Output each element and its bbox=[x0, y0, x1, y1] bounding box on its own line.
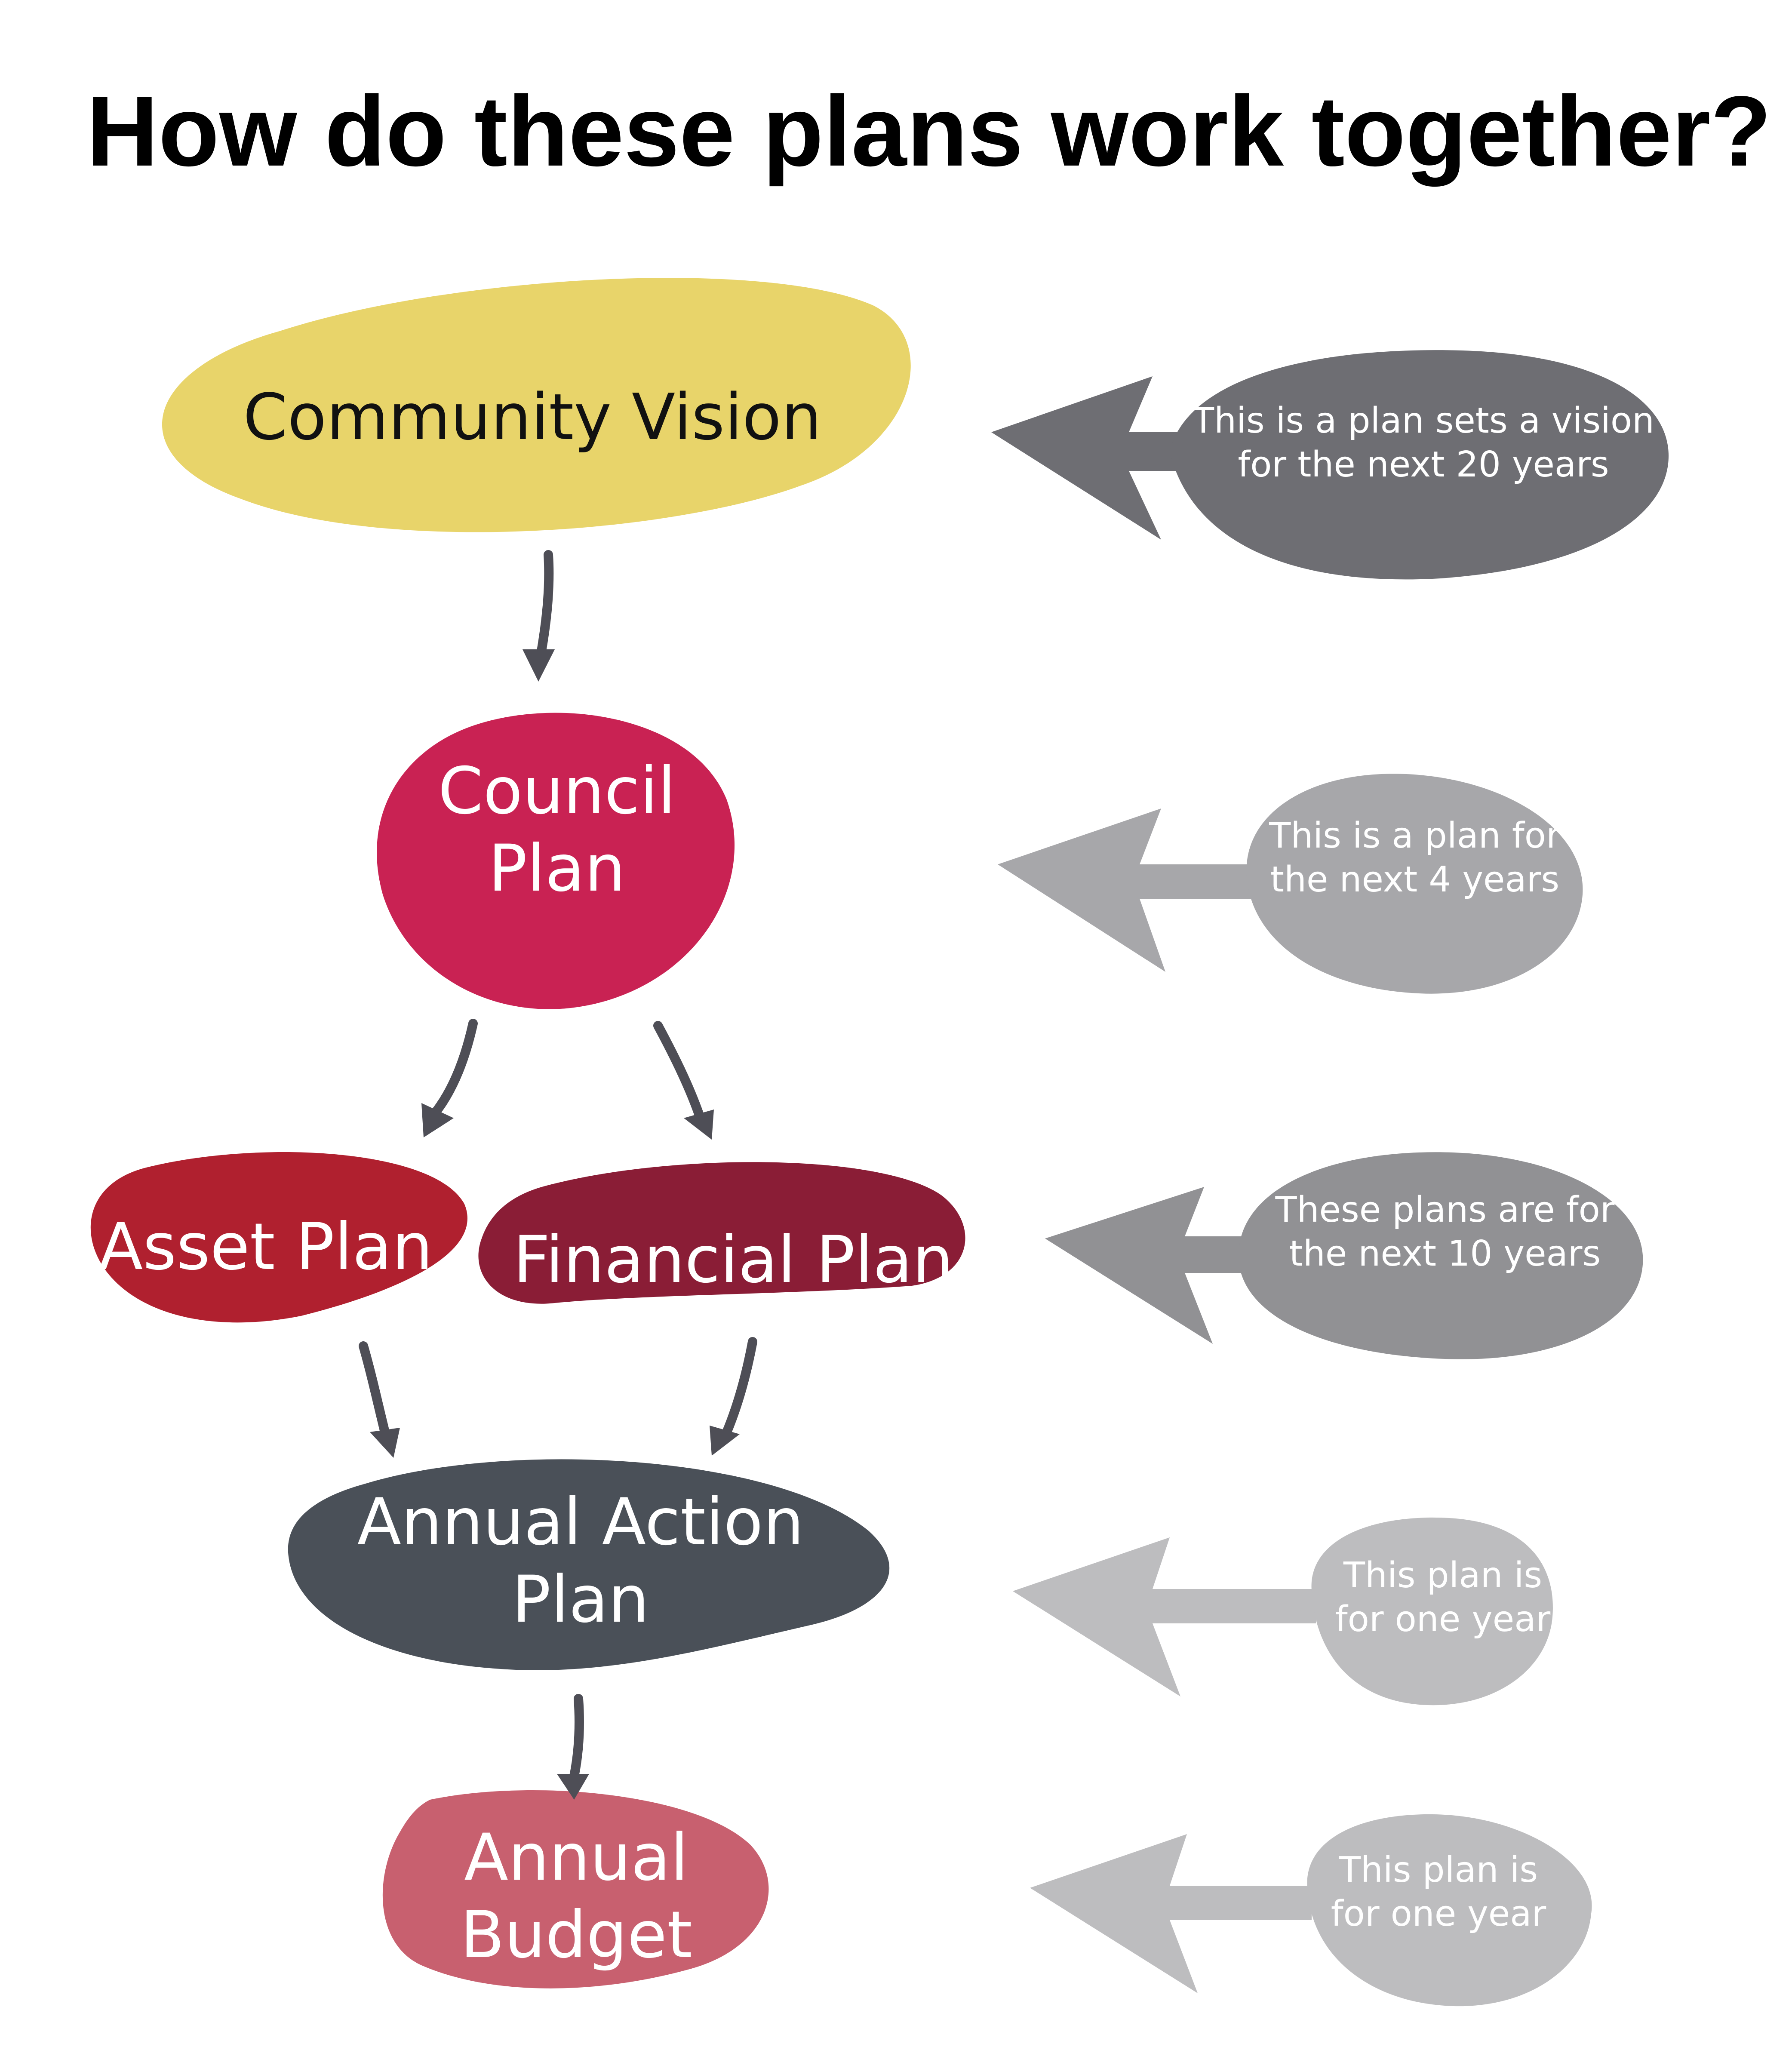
text-line: Annual Action bbox=[357, 1485, 804, 1560]
text-line: This plan is bbox=[1343, 1555, 1542, 1596]
arrow-head bbox=[421, 1103, 454, 1137]
node-community-vision: Community Vision bbox=[162, 278, 911, 532]
text-line: the next 10 years bbox=[1289, 1233, 1601, 1274]
text-line: Community Vision bbox=[243, 380, 821, 454]
text-line: Plan bbox=[512, 1562, 649, 1637]
text-line: This is a plan sets a vision bbox=[1192, 400, 1654, 441]
note-arrow bbox=[1030, 1834, 1312, 1993]
annual-budget-blob bbox=[382, 1790, 769, 1988]
note-arrow bbox=[991, 376, 1196, 540]
arrow-shaft bbox=[359, 1341, 390, 1437]
arrow-vision-to-council bbox=[523, 550, 555, 682]
asset-plan-blob bbox=[90, 1152, 467, 1323]
arrow-head bbox=[710, 1426, 740, 1456]
arrow-head bbox=[557, 1774, 589, 1800]
note-bubble bbox=[1307, 1814, 1592, 2007]
financial-plan-blob bbox=[478, 1162, 965, 1304]
note-arrow bbox=[1013, 1537, 1316, 1696]
text-line: Financial Plan bbox=[513, 1223, 953, 1297]
text-line: Budget bbox=[460, 1898, 692, 1973]
asset-plan-label: Asset Plan bbox=[99, 1210, 433, 1285]
arrow-council-to-financial bbox=[653, 1021, 714, 1140]
arrow-shaft bbox=[430, 1019, 478, 1119]
text-line: Asset Plan bbox=[99, 1210, 433, 1285]
arrow-council-to-asset bbox=[421, 1019, 478, 1137]
text-line: for the next 20 years bbox=[1238, 444, 1609, 485]
page-title: How do these plans work together? bbox=[86, 76, 1772, 187]
annual-action-plan-blob bbox=[288, 1459, 890, 1670]
node-asset-plan: Asset Plan bbox=[90, 1152, 467, 1323]
arrow-financial-to-action bbox=[710, 1337, 757, 1456]
node-financial-plan: Financial Plan bbox=[478, 1162, 965, 1304]
arrow-head bbox=[684, 1109, 714, 1140]
text-line: Annual bbox=[464, 1820, 688, 1895]
text-line: the next 4 years bbox=[1270, 859, 1559, 900]
community-vision-label: Community Vision bbox=[243, 380, 821, 454]
note-arrow bbox=[998, 808, 1256, 972]
council-plan-blob bbox=[377, 713, 735, 1009]
text-line: Plan bbox=[488, 831, 625, 906]
community-vision-blob bbox=[162, 278, 911, 532]
text-line: This is a plan for bbox=[1269, 815, 1561, 856]
note-bubble bbox=[1246, 774, 1583, 994]
arrow-shaft bbox=[653, 1021, 704, 1119]
arrow-shaft bbox=[569, 1694, 584, 1781]
arrow-asset-to-action bbox=[359, 1341, 400, 1458]
text-line: for one year bbox=[1331, 1893, 1546, 1934]
note-bubble bbox=[1170, 350, 1669, 580]
arrow-shaft bbox=[722, 1337, 757, 1437]
financial-plan-label: Financial Plan bbox=[513, 1223, 953, 1297]
text-line: for one year bbox=[1335, 1599, 1551, 1640]
arrow-shaft bbox=[536, 550, 554, 658]
text-line: Council bbox=[438, 754, 676, 829]
note-arrow bbox=[1045, 1187, 1269, 1344]
text-line: This plan is bbox=[1339, 1850, 1538, 1890]
arrow-action-to-budget bbox=[557, 1694, 589, 1800]
arrow-head bbox=[523, 649, 555, 682]
flow-arrows bbox=[359, 550, 757, 1800]
text-line: These plans are for bbox=[1275, 1189, 1614, 1230]
note-bubble bbox=[1239, 1152, 1643, 1359]
arrow-head bbox=[370, 1428, 400, 1458]
note-bubble bbox=[1311, 1517, 1553, 1706]
